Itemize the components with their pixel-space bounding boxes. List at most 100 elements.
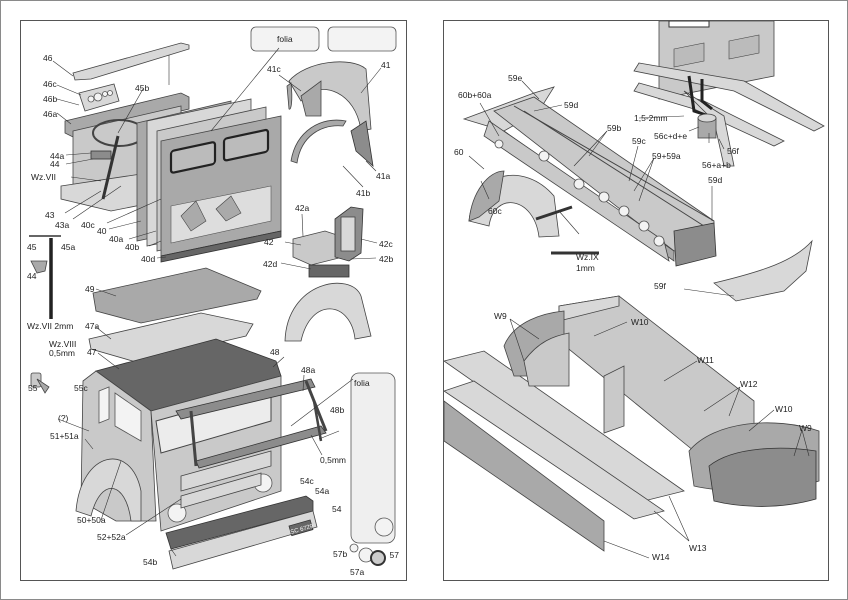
label-45: 45 [27,242,37,252]
part-55-mirror [30,372,42,388]
label-0-5mm: 0,5mm [320,455,346,465]
label-47: 47 [87,347,97,357]
label-w14: W14 [652,552,670,562]
blank-box [327,26,397,52]
folia-box-label: folia [277,34,293,44]
part-56f-fork [633,62,825,132]
part-57-lamp-glass [374,517,394,537]
label-w12: W12 [740,379,758,389]
label-unknown: (?) [58,413,69,423]
label-59e: 59e [508,73,522,83]
part-57b-bulb [349,543,359,553]
part-48a-frame [175,378,316,420]
label-55: 55 [28,383,38,393]
label-48a: 48a [301,365,315,375]
label-w11: W11 [697,355,714,365]
label-40: 40 [97,226,107,236]
part-54-bumper [168,510,318,570]
label-46c: 46c [43,79,57,89]
part-60c-arch [468,170,505,222]
leader-lines [468,80,810,559]
label-w10-right: W10 [775,404,793,414]
label-54a: 54a [315,486,329,496]
label-43a: 43a [55,220,69,230]
label-40b: 40b [125,242,139,252]
label-57b: 57b [333,549,347,559]
label-44-pedal: 44 [27,271,37,281]
label-52-52a: 52+52a [97,532,126,542]
label-50-50a: 50+50a [77,515,106,525]
cab-exploded-drawing: folia [27,26,399,577]
label-45a: 45a [61,242,75,252]
seat-support-arch [284,282,372,342]
label-wz-ix-1mm: 1mm [576,263,595,273]
label-46: 46 [43,53,53,63]
label-w10-top: W10 [631,317,649,327]
part-47a-roof-liner [88,312,254,363]
label-47a: 47a [85,321,99,331]
label-42b: 42b [379,254,393,264]
label-59b: 59b [607,123,621,133]
right-page-chassis-assembly: 59e 60b+60a 59d 59b 60 59c 59+59a 60c Wz… [443,20,829,581]
part-46-visor [72,42,190,81]
label-49: 49 [85,284,95,294]
wz-ix-wire [535,205,573,221]
label-48: 48 [270,347,280,357]
label-41a: 41a [376,171,390,181]
label-wz-vii-2mm: Wz.VII 2mm [27,321,73,331]
label-42: 42 [264,237,274,247]
wheel-arch [75,458,142,522]
label-48b: 48b [330,405,344,415]
label-wz-vii: Wz.VII [31,172,56,182]
label-45b: 45b [135,83,149,93]
part-59f-plate [713,239,813,302]
label-57a: 57a [350,567,364,577]
label-56c-d-e: 56c+d+e [654,131,687,141]
label-60: 60 [454,147,464,157]
part-57-lamp [370,550,386,566]
label-44a: 44a [50,151,64,161]
folia-box: folia [250,26,320,52]
label-1-5-2mm: 1,5-2mm [634,113,668,123]
part-54a-bumper [165,495,314,550]
label-60c: 60c [488,206,502,216]
part-41b-arch [290,119,347,164]
label-46b: 46b [43,94,57,104]
label-59d-rear: 59d [708,175,722,185]
label-59f: 59f [654,281,666,291]
label-56-a-b: 56+a+b [702,160,731,170]
frame-end-crossmember [673,222,717,267]
part-49-roof-top [92,267,262,324]
label-54b: 54b [143,557,157,567]
label-40c: 40c [81,220,95,230]
label-43: 43 [45,210,55,220]
folia-sheet [350,372,396,544]
part-40d-sill [160,230,282,263]
label-59d: 59d [564,100,578,110]
part-w10-divider [603,365,625,434]
label-w13: W13 [689,543,707,553]
label-42c: 42c [379,239,393,249]
left-page-cab-assembly: folia [20,20,407,581]
label-wz-ix: Wz.IX [576,252,599,262]
part-44-pedal [30,260,48,274]
part-labels: 59e 60b+60a 59d 59b 60 59c 59+59a 60c Wz… [454,73,812,562]
label-46a: 46a [43,109,57,119]
chassis-exploded-drawing: 59e 60b+60a 59d 59b 60 59c 59+59a 60c Wz… [444,21,825,562]
label-42a: 42a [295,203,309,213]
label-54c: 54c [300,476,314,486]
part-labels: 46 46c 46b 46a 45b 44a 44 Wz.VII 43 43a … [27,53,399,577]
label-60b-60a: 60b+60a [458,90,492,100]
part-w14-side-beam [444,400,605,552]
label-59c: 59c [632,136,646,146]
label-w9-left: W9 [494,311,507,321]
label-wz-viii: Wz.VIII [49,339,76,349]
label-40d: 40d [141,254,155,264]
label-41: 41 [381,60,391,70]
label-59-59a: 59+59a [652,151,681,161]
label-wz-viii-mm: 0,5mm [49,348,75,358]
part-w13-lower [444,380,665,520]
part-41a-bracket [350,120,374,168]
label-folia: folia [354,378,370,388]
label-41c: 41c [267,64,281,74]
